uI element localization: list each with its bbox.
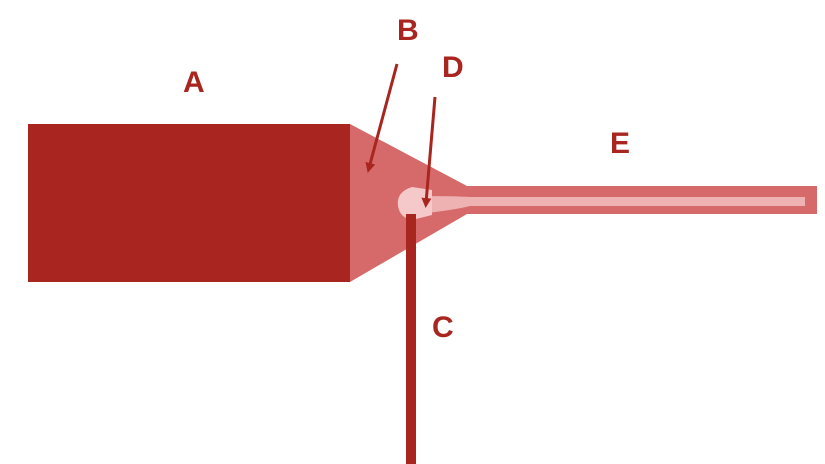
label-e: E xyxy=(610,127,630,160)
tube-e-inner-channel xyxy=(418,196,805,214)
label-a: A xyxy=(183,66,205,99)
label-c: C xyxy=(432,311,454,344)
arrow-d xyxy=(421,96,437,208)
block-a xyxy=(28,124,350,282)
arrow-b xyxy=(365,63,399,173)
label-b: B xyxy=(397,14,419,47)
bulb-d xyxy=(397,187,432,220)
label-d: D xyxy=(442,51,464,84)
rod-c xyxy=(406,214,416,464)
